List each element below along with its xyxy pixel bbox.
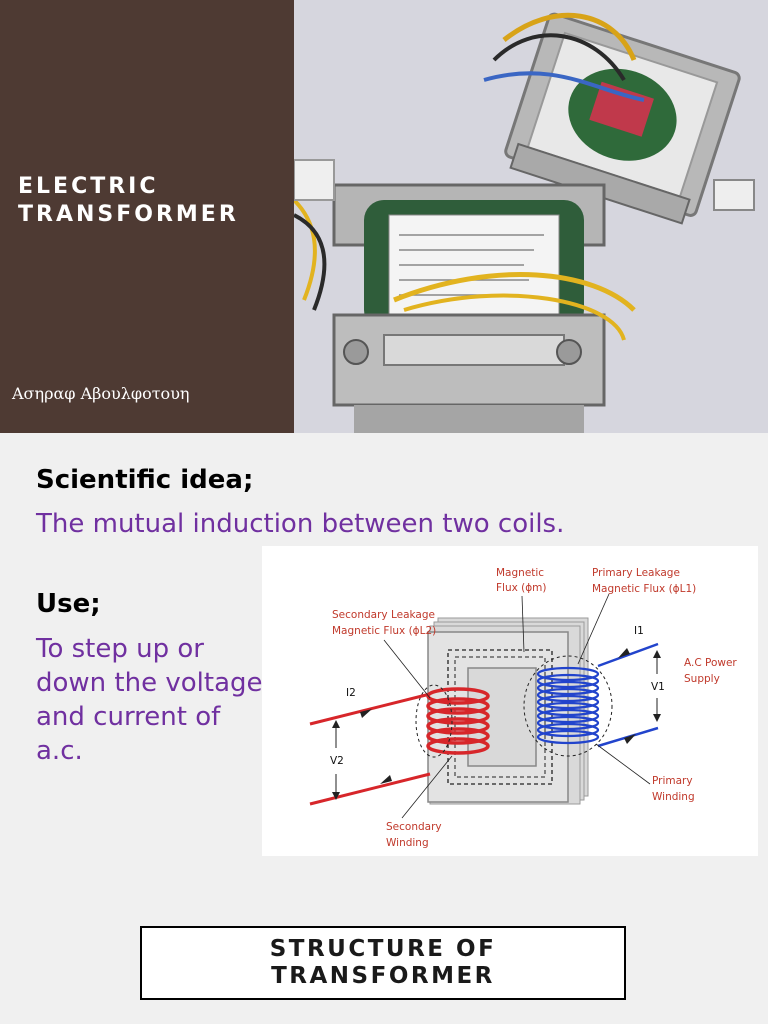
primary-winding-label: Primary Winding — [652, 775, 696, 803]
author-name: Ασηραφ Αβουλφοτουη — [12, 384, 190, 403]
secondary-winding-label: Secondary Winding — [386, 821, 445, 849]
scientific-idea-text: The mutual induction between two coils. — [36, 509, 565, 539]
primary-leakage-label: Primary Leakage Magnetic Flux (ϕL1) — [592, 567, 696, 595]
transformer-photo-illustration — [294, 0, 768, 433]
secondary-leakage-label: Secondary Leakage Magnetic Flux (ϕL2) — [332, 609, 438, 637]
use-text: To step up or down the voltage and curre… — [36, 634, 263, 766]
scientific-idea-heading: Scientific idea; — [36, 465, 254, 495]
presentation-title: ELECTRIC TRANSFORMER — [18, 174, 239, 227]
title-panel: ELECTRIC TRANSFORMER Ασηραφ Αβουλφοτουη — [0, 0, 294, 433]
structure-heading: STRUCTURE OF TRANSFORMER — [269, 936, 497, 989]
ac-power-supply-label: A.C Power Supply — [684, 657, 740, 685]
transformer-photo — [294, 0, 768, 433]
v2-label: V2 — [330, 755, 344, 767]
i1-label: I1 — [634, 625, 644, 637]
i2-label: I2 — [346, 687, 356, 699]
transformer-diagram: Magnetic Flux (ϕm) Primary Leakage Magne… — [262, 546, 758, 856]
structure-heading-box: STRUCTURE OF TRANSFORMER — [140, 926, 626, 1000]
v1-label: V1 — [651, 681, 665, 693]
use-heading: Use; — [36, 589, 101, 619]
transformer-diagram-svg: Magnetic Flux (ϕm) Primary Leakage Magne… — [309, 567, 740, 849]
header: ELECTRIC TRANSFORMER Ασηραφ Αβουλφοτουη — [0, 0, 768, 433]
magnetic-flux-label: Magnetic Flux (ϕm) — [496, 567, 547, 594]
